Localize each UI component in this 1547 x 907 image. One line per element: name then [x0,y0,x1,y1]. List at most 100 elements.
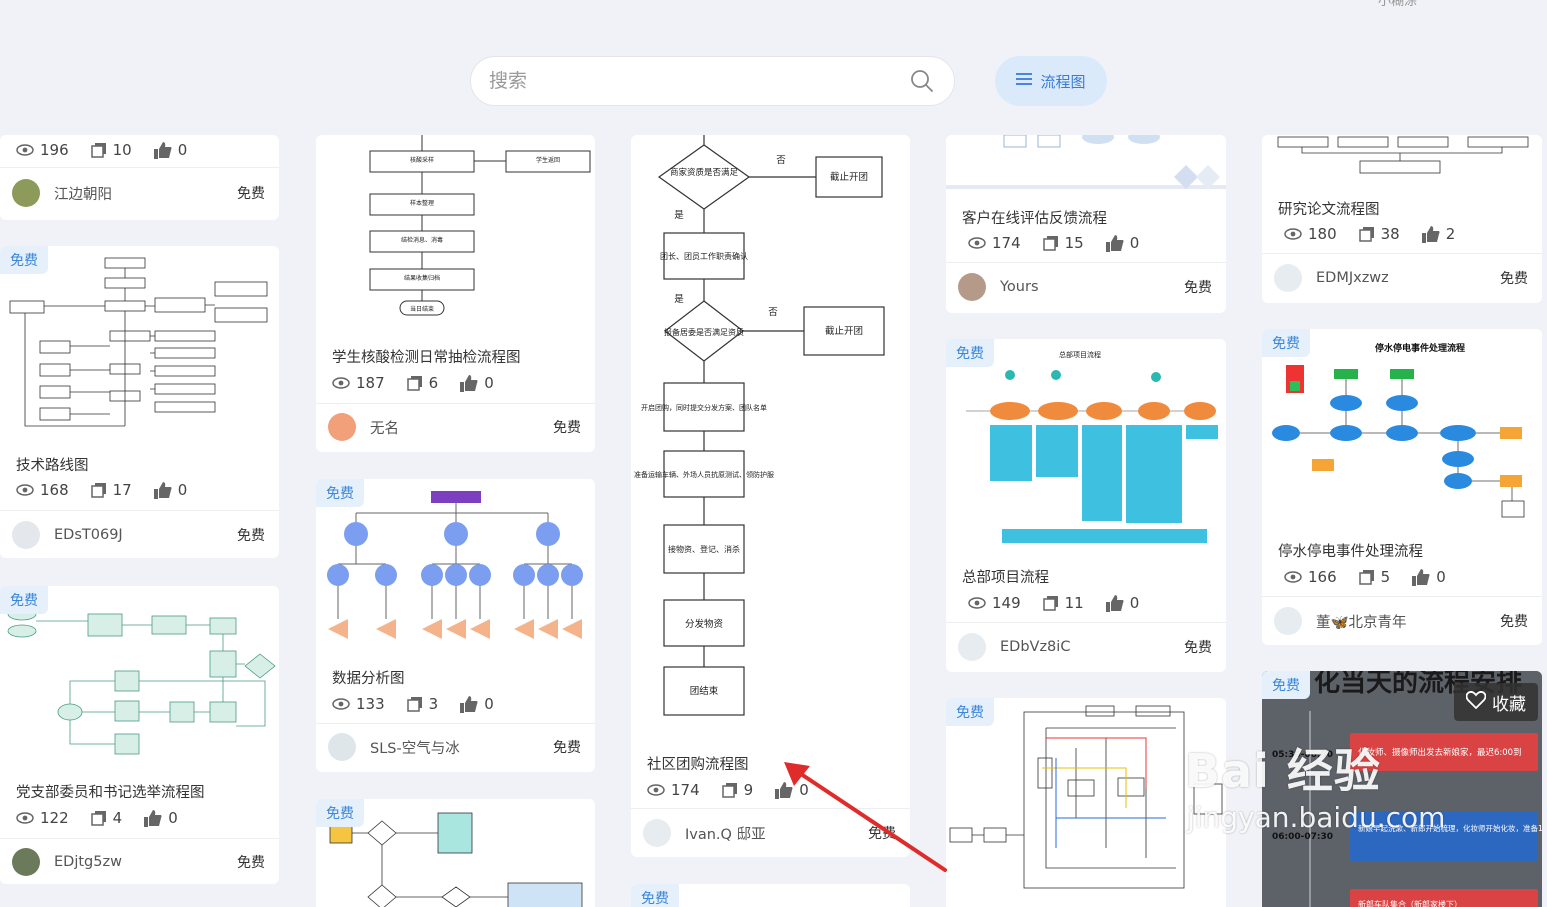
card-stats: 174 9 0 [647,781,809,799]
price-label: 免费 [237,855,265,871]
template-card[interactable]: 196 10 0 江边朝阳 免费 [0,135,279,220]
template-card[interactable]: 研究论文流程图 180 38 2 EDMJxzwz 免费 [1262,135,1542,303]
thumbs-up-icon[interactable] [144,809,162,827]
card-title[interactable]: 社区团购流程图 [647,757,749,773]
author-name[interactable]: EDjtg5zw [54,854,122,870]
card-stats: 196 10 0 [16,141,187,159]
copy-count: 38 [1380,225,1400,243]
copy-count: 11 [1064,594,1084,612]
avatar[interactable] [643,819,671,847]
card-title[interactable]: 客户在线评估反馈流程 [962,211,1107,227]
thumb-text: 否 [776,155,786,166]
thumb-text: 当日结束 [410,305,434,313]
template-card[interactable]: 免费 [946,698,1226,907]
author-name[interactable]: EDsT069J [54,527,123,543]
avatar[interactable] [1274,264,1302,292]
template-card[interactable]: 商家资质是否满足 否 截止开团 是 团长、团员工作职责确认 是 报备居委是否满足… [631,135,910,857]
template-card[interactable]: 总部项目流程 免费 总部项目流程 149 11 0 EDbVz8iC 免费 [946,339,1226,672]
thumbs-up-icon[interactable] [1105,594,1124,612]
author-name[interactable]: EDbVz8iC [1000,639,1071,655]
author-name[interactable]: 董🦋北京青年 [1316,614,1407,631]
thumbs-up-icon[interactable] [775,781,793,799]
eye-icon [332,698,350,710]
copy-count: 6 [428,374,439,392]
avatar[interactable] [958,633,986,661]
card-thumbnail[interactable]: 商家资质是否满足 否 截止开团 是 团长、团员工作职责确认 是 报备居委是否满足… [631,135,910,740]
card-thumbnail[interactable] [0,586,279,771]
thumb-text: 学生返回 [536,156,560,164]
user-label[interactable]: 小糊涂 [1378,0,1418,9]
price-label: 免费 [553,420,581,436]
avatar[interactable] [12,848,40,876]
thumb-text: 核酸采样 [410,156,434,164]
template-card[interactable]: 免费 党支部委员和书记选举流程图 122 4 0 EDjtg5zw 免费 [0,586,279,884]
eye-icon [16,812,34,824]
author-name[interactable]: 无名 [370,420,399,437]
view-count: 187 [356,374,385,392]
card-title[interactable]: 技术路线图 [16,458,89,474]
view-count: 168 [40,481,69,499]
avatar[interactable] [958,273,986,301]
thumbs-up-icon[interactable] [1412,568,1430,586]
flowchart-filter-button[interactable]: 流程图 [995,56,1107,106]
template-card[interactable]: 免费 数据分析图 133 3 0 SLS-空气与冰 免费 [316,479,595,772]
thumbs-up-icon[interactable] [153,141,172,159]
avatar[interactable] [12,521,40,549]
view-count: 133 [356,695,385,713]
card-title[interactable]: 总部项目流程 [962,570,1049,586]
like-count: 0 [484,695,494,713]
card-thumbnail[interactable]: 核酸采样 学生返回 样本整理 结检消息、消毒 结果收集归档 当日结束 [316,135,595,335]
author-name[interactable]: Ivan.Q 邸亚 [685,826,766,843]
thumbs-up-icon[interactable] [1421,225,1440,243]
card-thumbnail[interactable] [0,246,279,446]
avatar[interactable] [328,733,356,761]
thumb-text: 商家资质是否满足 [670,167,739,178]
template-card[interactable]: 免费 [316,799,595,907]
author-name[interactable]: Yours [1000,279,1039,295]
card-thumbnail[interactable]: 化当天的流程安排 05:30-06:00 06:00-07:30 化妆师、摄像师… [1262,671,1542,907]
thumbs-up-icon[interactable] [460,374,478,392]
search-input[interactable] [489,70,908,92]
template-card[interactable]: 核酸采样 学生返回 样本整理 结检消息、消毒 结果收集归档 当日结束 学生核酸检… [316,135,595,452]
card-title[interactable]: 学生核酸检测日常抽检流程图 [332,350,521,366]
card-thumbnail[interactable] [316,479,595,659]
author-name[interactable]: 江边朝阳 [54,186,112,203]
card-title[interactable]: 研究论文流程图 [1278,202,1380,218]
free-badge: 免费 [946,698,994,726]
card-thumbnail[interactable] [316,799,595,907]
author-name[interactable]: EDMJxzwz [1316,270,1389,286]
free-badge: 免费 [946,339,994,367]
template-card[interactable]: 免费 技术路线图 168 17 0 EDsT069J 免费 [0,246,279,558]
copy-icon [406,696,423,712]
card-thumbnail[interactable] [946,135,1226,193]
thumbs-up-icon[interactable] [1105,234,1124,252]
avatar[interactable] [328,413,356,441]
copy-icon [1358,569,1375,585]
thumb-text: 开启团购，同时提交分发方案、团队名单 [641,403,767,412]
favorite-button[interactable]: 收藏 [1454,683,1538,721]
search-icon[interactable] [908,67,936,95]
card-thumbnail[interactable]: 停水停电事件处理流程 [1262,329,1542,531]
avatar[interactable] [1274,607,1302,635]
free-badge: 免费 [0,586,48,614]
author-name[interactable]: SLS-空气与冰 [370,740,460,757]
card-title[interactable]: 数据分析图 [332,671,405,687]
like-count: 2 [1445,225,1456,243]
thumbs-up-icon[interactable] [460,695,478,713]
template-card[interactable]: 化当天的流程安排 05:30-06:00 06:00-07:30 化妆师、摄像师… [1262,671,1542,907]
thumb-text: 结果收集归档 [404,274,440,282]
card-thumbnail[interactable] [946,698,1226,907]
card-title[interactable]: 党支部委员和书记选举流程图 [16,785,205,801]
template-card[interactable]: 免费 [631,884,910,907]
card-stats: 174 15 0 [968,234,1139,252]
card-thumbnail[interactable]: 总部项目流程 [946,339,1226,559]
avatar[interactable] [12,179,40,207]
search-bar [470,56,955,106]
thumbs-up-icon[interactable] [153,481,172,499]
card-thumbnail[interactable] [1262,135,1542,183]
card-title[interactable]: 停水停电事件处理流程 [1278,544,1423,560]
favorite-label: 收藏 [1492,694,1526,715]
thumb-text: 是 [674,294,684,305]
template-card[interactable]: 客户在线评估反馈流程 174 15 0 Yours 免费 [946,135,1226,313]
template-card[interactable]: 停水停电事件处理流程 免费 停水停电事件处理流程 166 5 0 董🦋北京青年 … [1262,329,1542,645]
